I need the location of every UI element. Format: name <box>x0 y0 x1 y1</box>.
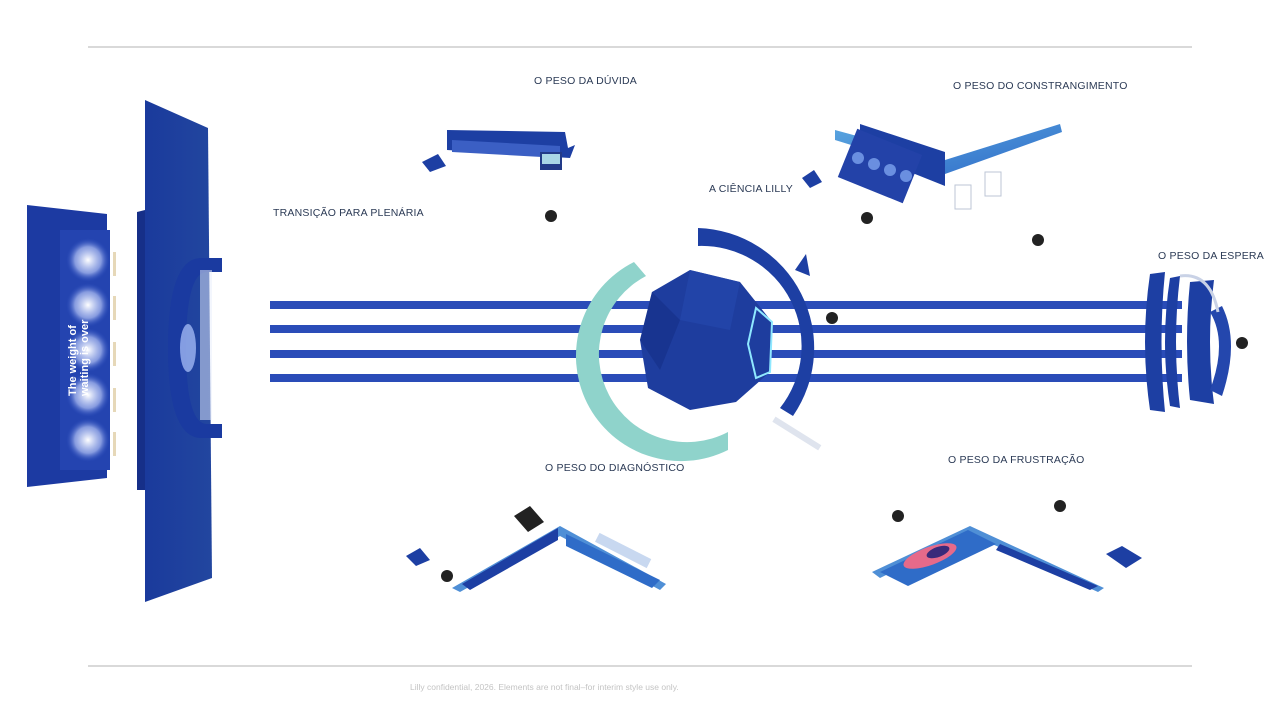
pen-device <box>772 416 822 451</box>
lilly-science-sphere <box>575 228 815 462</box>
visitor-figure <box>826 312 838 324</box>
label-duvida: O PESO DA DÚVIDA <box>534 75 637 87</box>
booth-constrangimento <box>802 124 1062 246</box>
label-frustracao: O PESO DA FRUSTRAÇÃO <box>948 454 1085 466</box>
booth-diagnostico <box>406 506 666 592</box>
wall-text-line2: waiting is over <box>79 319 91 397</box>
label-diagnostico: O PESO DO DIAGNÓSTICO <box>545 462 685 474</box>
wall-text-line1: The weight of <box>67 325 79 396</box>
bottom-divider <box>88 665 1192 667</box>
label-constrangimento: O PESO DO CONSTRANGIMENTO <box>953 80 1128 92</box>
label-transicao: TRANSIÇÃO PARA PLENÁRIA <box>273 207 424 219</box>
booth-duvida <box>422 130 575 222</box>
confidential-footer: Lilly confidential, 2026. Elements are n… <box>410 682 679 692</box>
top-divider <box>88 46 1192 48</box>
entrance-tower <box>137 100 222 602</box>
label-espera: O PESO DA ESPERA <box>1158 250 1264 262</box>
booth-frustracao <box>872 500 1142 592</box>
led-wall: The weight of waiting is over <box>27 205 116 487</box>
label-ciencia: A CIÊNCIA LILLY <box>709 183 793 195</box>
booth-espera <box>1145 272 1248 412</box>
